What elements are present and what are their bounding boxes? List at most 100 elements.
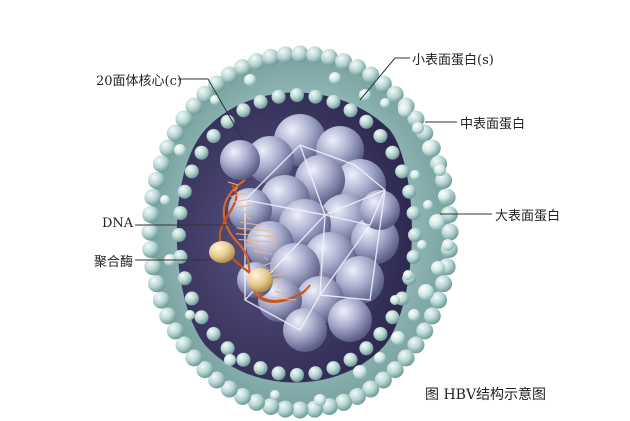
envelope-inner-bead [406,206,421,221]
label-icosahedral-core: 20面体核心(c) [96,74,182,89]
surface-protein-dot [390,295,400,305]
label-dna: DNA [102,216,134,231]
capsid-subunit [228,188,272,232]
envelope-inner-bead [385,310,400,325]
envelope-inner-bead [271,89,286,104]
label-polymerase: 聚合酶 [94,255,134,270]
envelope-inner-bead [359,114,374,129]
envelope-bead [276,400,294,418]
surface-protein-dot [270,390,280,400]
surface-protein-dot [418,284,434,300]
dna-base-pair [235,233,276,238]
dna-helix [218,179,311,303]
dna-base-pair [244,244,277,249]
envelope-bead [386,85,404,103]
envelope-bead [362,66,380,84]
envelope-bead [142,240,160,258]
capsid-subunit [246,136,294,184]
envelope-bead [147,275,165,293]
envelope-bead [320,48,338,66]
surface-protein-dot [408,309,420,321]
envelope-bead [208,371,226,389]
surface-protein-dot [410,170,420,180]
dna-base-pair [244,216,252,220]
envelope-bead [276,46,294,64]
surface-protein-dot [417,240,427,250]
envelope-inner-bead [206,326,221,341]
envelope-inner-bead [194,145,209,160]
envelope-bead [291,45,309,63]
envelope-inner-bead [343,352,358,367]
label-large-surface-protein: 大表面蛋白 [495,209,561,224]
envelope-inner-bead [406,249,421,264]
envelope-inner-bead [373,129,388,144]
envelope-inner-bead [236,352,251,367]
envelope-bead [306,46,324,64]
envelope-bead [335,393,353,411]
surface-protein-dot [429,214,445,230]
capsid-subunit [360,190,400,230]
dna-base-pair [269,296,297,301]
surface-protein-dot [391,331,405,345]
surface-protein-dot [374,352,386,364]
envelope-bead [440,206,458,224]
envelope-inner-bead [290,368,304,382]
dna-base-pair [230,193,246,197]
envelope-bead [234,387,252,405]
envelope-inner-bead [194,310,209,325]
surface-protein-dot [244,74,256,86]
envelope-inner-bead [271,366,286,381]
envelope-inner-bead [290,88,304,102]
envelope-bead [196,85,214,103]
dna-base-pair [236,227,270,232]
surface-protein-dot [160,195,170,205]
surface-protein-dot [423,200,433,210]
dna-base-pair [234,204,252,209]
envelope-inner-bead [408,228,422,242]
surface-protein-dot [431,261,445,275]
surface-protein-dot [210,95,220,105]
envelope-inner-bead [177,271,192,286]
envelope-bead [407,336,425,354]
envelope-bead [435,171,453,189]
dna-base-pair [253,250,273,255]
envelope-bead [374,371,392,389]
surface-protein-dot [434,164,446,176]
envelope-bead [220,66,238,84]
envelope-inner-bead [402,184,417,199]
surface-protein-dot [422,140,438,156]
capsid-subunit [220,140,260,180]
envelope-bead [386,361,404,379]
leader-line-small-surface [359,57,410,101]
icosahedral-capsid [220,114,400,352]
envelope-bead [144,258,162,276]
envelope-inner-bead [395,164,410,179]
envelope-bead [362,380,380,398]
envelope-inner-bead [177,184,192,199]
envelope-bead [435,275,453,293]
envelope-bead [348,387,366,405]
surface-protein-dot [398,103,412,117]
capsid-subunit [336,256,384,304]
envelope-inner-bead [385,145,400,160]
capsid-subunit [283,308,327,352]
envelope-inner-bead [236,103,251,118]
polymerase [209,241,273,292]
envelope-bead [159,139,177,157]
envelope-inner-bead [253,361,268,376]
dna-base-pair [274,290,287,295]
envelope-inner-bead [326,94,341,109]
envelope-inner-bead [326,361,341,376]
dna-base-pair [263,256,268,261]
envelope-bead [144,188,162,206]
surface-proteins [160,72,454,406]
envelope-bead [397,349,415,367]
envelope-inner-bead [253,94,268,109]
envelope-bead [430,291,448,309]
envelope-inner-bead [220,341,235,356]
surface-protein-dot [412,122,424,134]
envelope-inner-bead [172,228,186,242]
label-small-surface-protein: 小表面蛋白(s) [412,53,494,68]
figure-caption: 图 HBV结构示意图 [425,387,547,403]
